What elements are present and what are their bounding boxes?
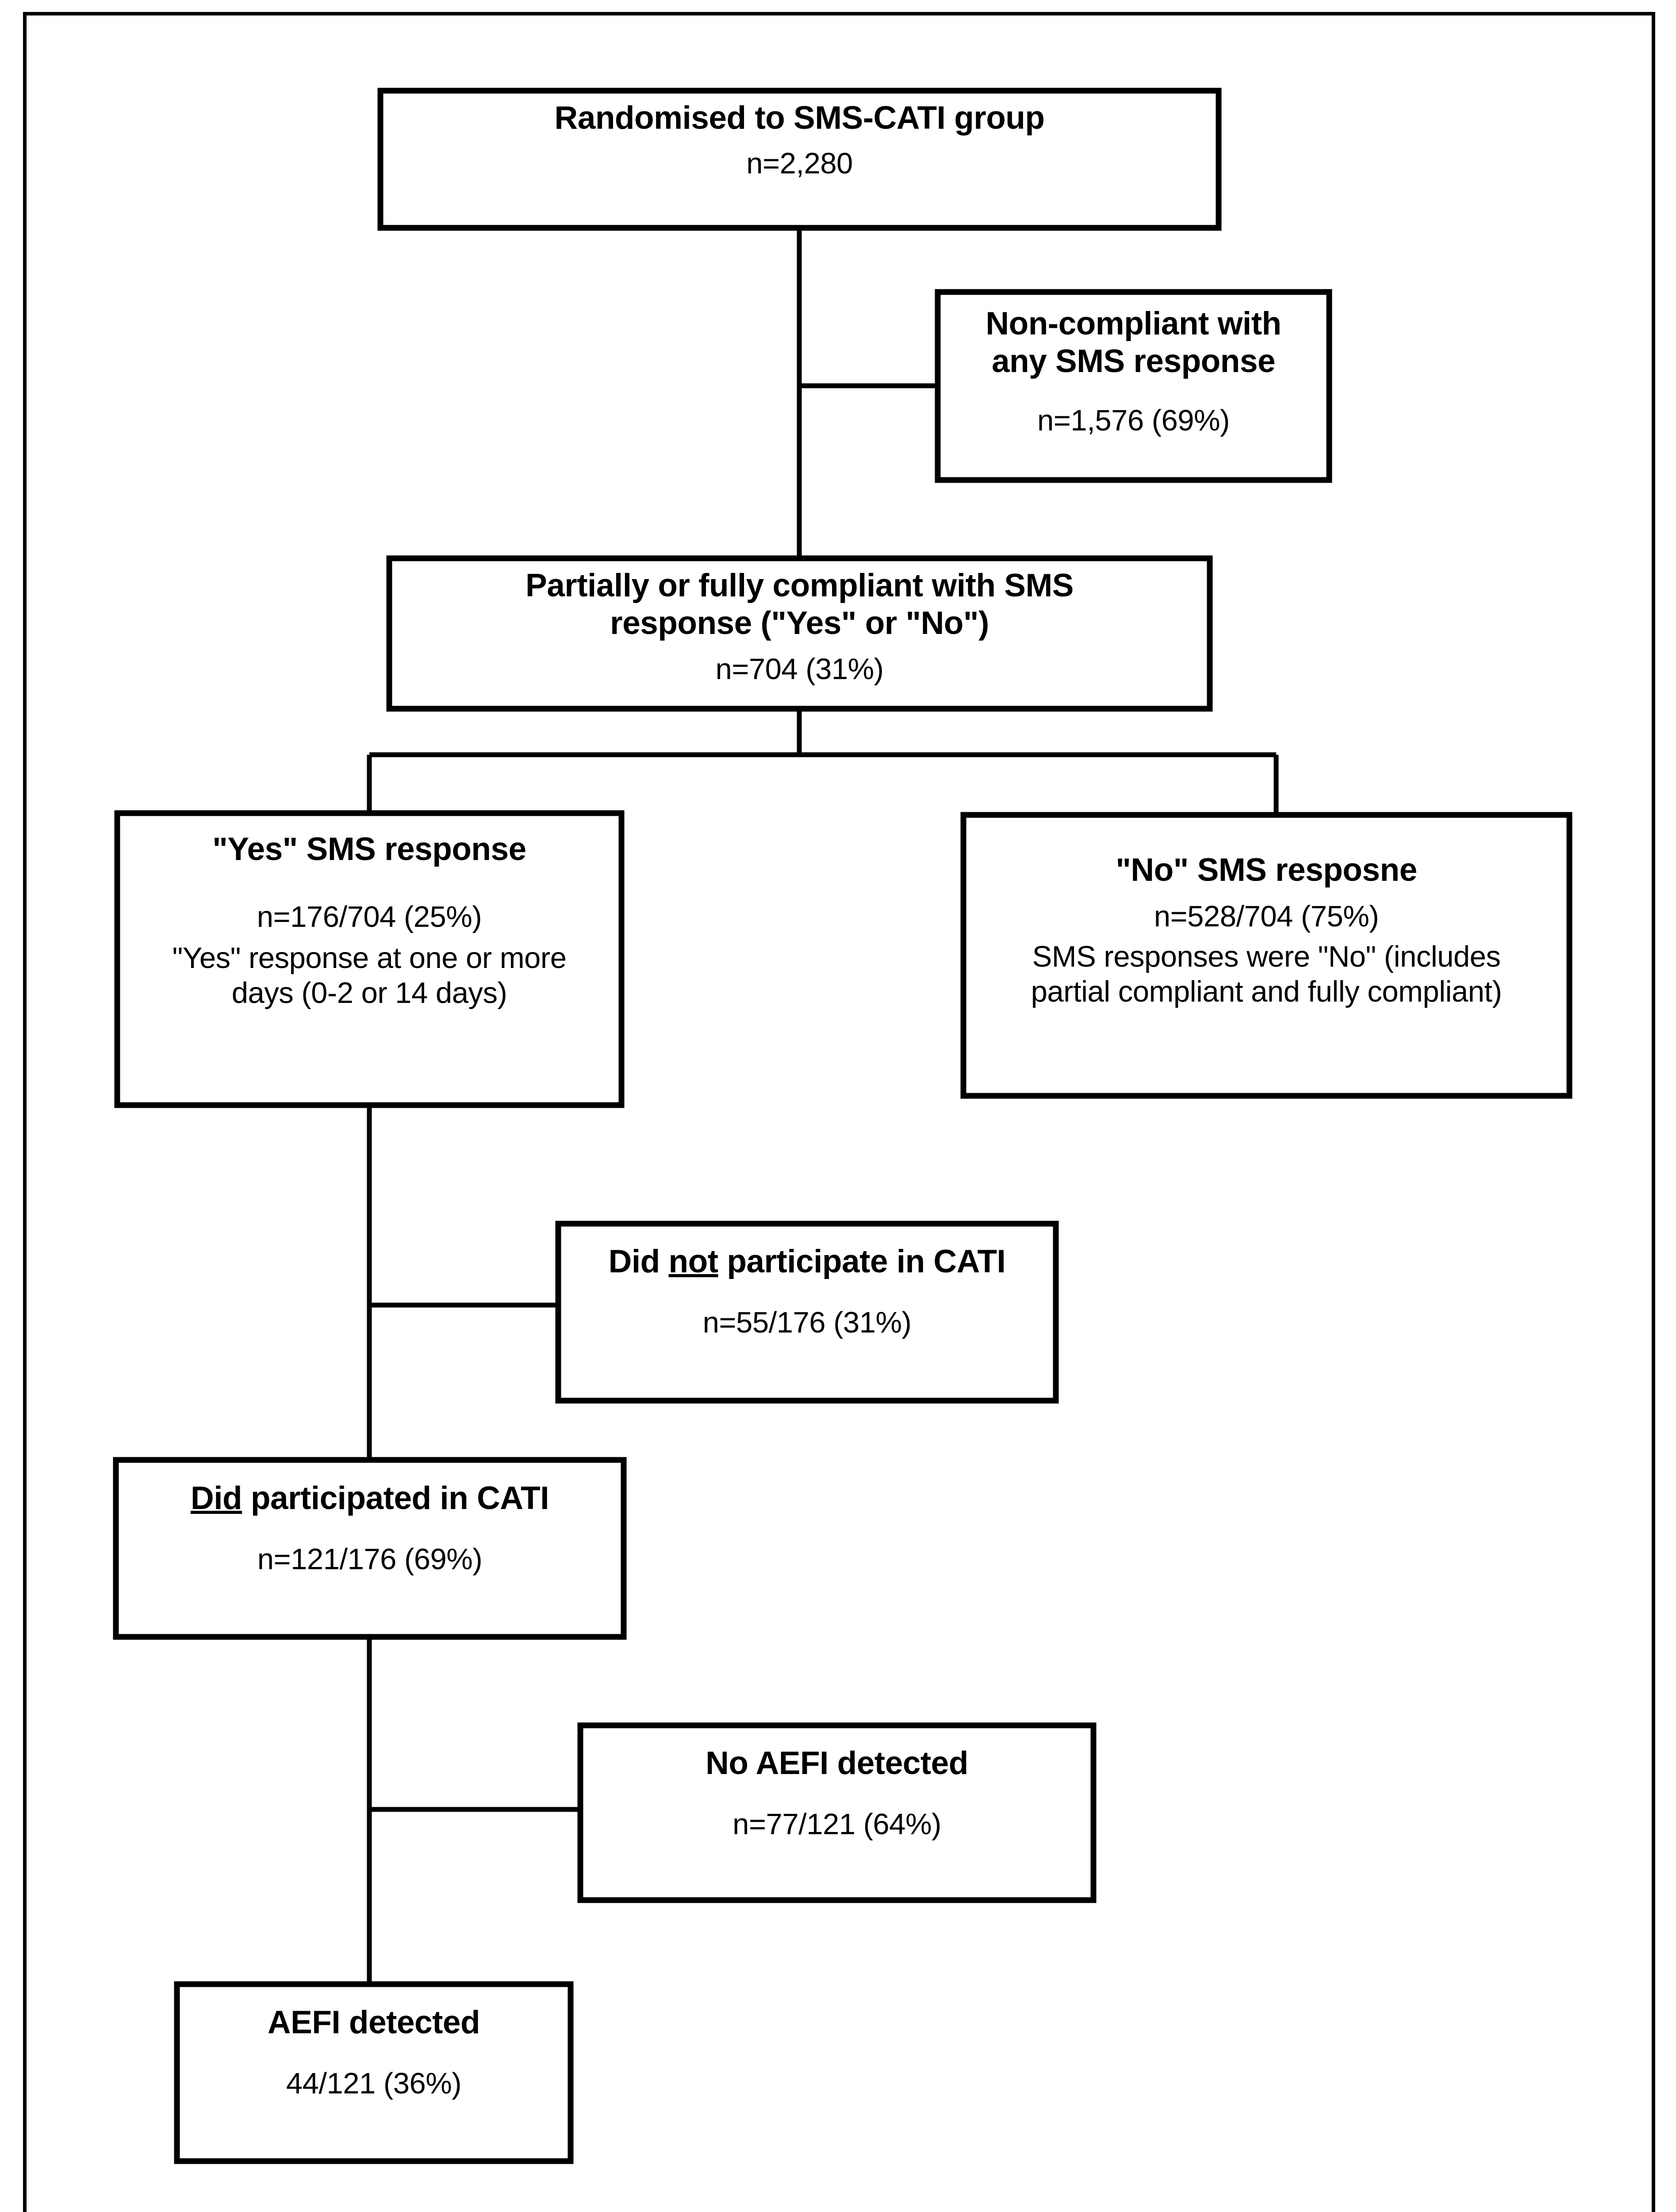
no-aefi-detected-box[interactable] <box>577 1722 1097 1903</box>
randomised-box[interactable] <box>377 88 1222 231</box>
aefi-detected-box[interactable] <box>174 1981 574 2164</box>
page-border <box>23 12 1655 2212</box>
compliant-box[interactable] <box>386 555 1213 712</box>
did-not-participate-box[interactable] <box>555 1221 1059 1404</box>
yes-sms-response-box[interactable] <box>114 810 625 1108</box>
did-participate-box[interactable] <box>113 1457 627 1640</box>
non-compliant-box[interactable] <box>935 289 1332 483</box>
no-sms-response-box[interactable] <box>960 812 1572 1099</box>
